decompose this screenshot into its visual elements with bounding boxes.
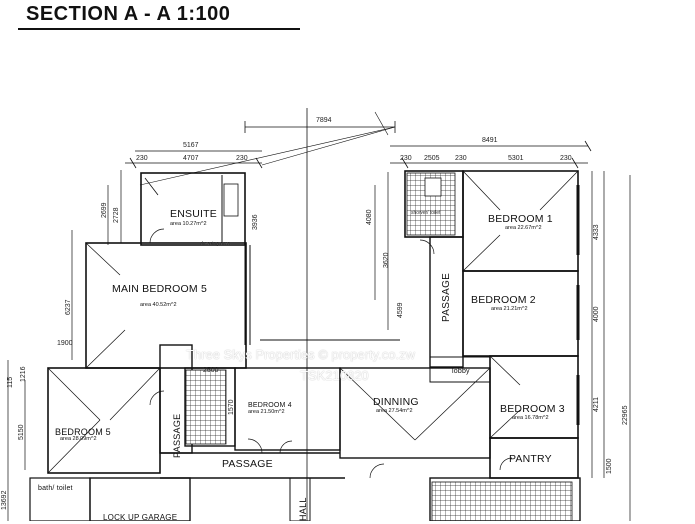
dim-4000: 4000 [593, 306, 600, 322]
bedroom2-area: area 21.21m^2 [491, 306, 528, 312]
dim-7894: 7894 [316, 117, 332, 124]
dim-230-a: 230 [136, 155, 148, 162]
dim-1216: 1216 [20, 366, 27, 382]
section-title: SECTION A - A 1:100 [26, 3, 231, 25]
dim-5301: 5301 [508, 155, 524, 162]
dim-230-b: 230 [236, 155, 248, 162]
dressing-label: dressing area [200, 241, 231, 247]
bedroom2-label: BEDROOM 2 [471, 294, 536, 306]
dinning-area: area 27.54m^2 [376, 408, 413, 414]
dim-6237: 6237 [65, 299, 72, 315]
dim-4333: 4333 [593, 224, 600, 240]
dim-5167: 5167 [183, 142, 199, 149]
passage-vertical-left-label: PASSAGE [172, 413, 182, 458]
ensuite-label: ENSUITE [170, 208, 217, 220]
dim-2699: 2699 [101, 202, 108, 218]
title-underline [18, 28, 300, 30]
dim-1570: 1570 [228, 399, 235, 415]
lockup-garage-label: LOCK UP GARAGE [103, 513, 178, 522]
bedroom5-area: area 28.09m^2 [60, 436, 97, 442]
ensuite-area: area 10.27m^2 [170, 221, 207, 227]
dim-5150: 5150 [18, 424, 25, 440]
dim-3936: 3936 [252, 214, 259, 230]
bedroom3-area: area 16.78m^2 [512, 415, 549, 421]
pantry-label: PANTRY [509, 453, 552, 465]
dim-230-d: 230 [455, 155, 467, 162]
watermark-line2: TSK210820 [300, 368, 369, 383]
dinning-label: DINNING [373, 396, 419, 408]
dim-4599: 4599 [397, 302, 404, 318]
hall-label: HALL [298, 497, 308, 521]
dim-230-e: 230 [560, 155, 572, 162]
bedroom4-area: area 21.50m^2 [248, 409, 285, 415]
dim-3620: 3620 [383, 252, 390, 268]
bedroom5-label: BEDROOM 5 [55, 427, 111, 437]
dim-13692: 13692 [1, 490, 8, 510]
dim-4707: 4707 [183, 155, 199, 162]
dim-2500: 2500 [203, 367, 219, 374]
dim-1900: 1900 [57, 340, 73, 347]
dim-230-c: 230 [400, 155, 412, 162]
dim-22965: 22965 [622, 405, 629, 425]
lobby-label: lobby [452, 368, 470, 375]
passage-horizontal-label: PASSAGE [222, 458, 273, 470]
dim-2505: 2505 [424, 155, 440, 162]
bedroom3-label: BEDROOM 3 [500, 403, 565, 415]
bath-toilet-label: bath/ toilet [38, 485, 73, 492]
bedroom1-area: area 22.67m^2 [505, 225, 542, 231]
watermark-line1: Three Skys Properties © property.co.zw [186, 347, 415, 362]
dim-8491: 8491 [482, 137, 498, 144]
main-bedroom-label: MAIN BEDROOM 5 [112, 283, 207, 295]
main-bedroom-area: area 40.52m^2 [140, 302, 177, 308]
bedroom1-label: BEDROOM 1 [488, 213, 553, 225]
dim-4211: 4211 [593, 396, 600, 412]
shower-toilet-label: shower/ toilet [411, 210, 441, 216]
passage-vertical-right-label: PASSAGE [441, 272, 452, 322]
dim-2728: 2728 [113, 207, 120, 223]
dim-4080: 4080 [366, 209, 373, 225]
dim-115: 115 [7, 376, 14, 388]
bedroom4-label: BEDROOM 4 [248, 402, 292, 409]
dim-1500: 1500 [606, 458, 613, 474]
